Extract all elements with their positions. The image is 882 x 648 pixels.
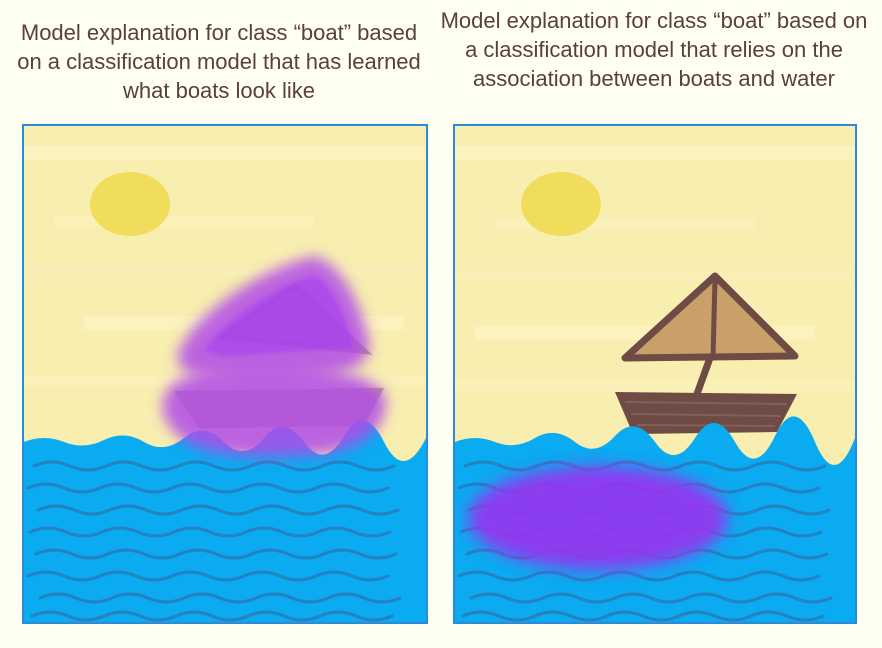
caption-right: Model explanation for class “boat” based… [440,8,868,91]
panel-water-features [453,124,857,624]
wave-lines [26,460,402,622]
scene-left [24,126,426,622]
scene-right [455,126,855,622]
sun-icon [90,172,170,236]
panel-boat-features [22,124,428,624]
sailboat-icon [615,272,799,434]
saliency-heatmap [162,256,386,457]
saliency-heatmap [468,466,728,570]
sun-icon [521,172,601,236]
caption-left: Model explanation for class “boat” based… [17,20,421,103]
